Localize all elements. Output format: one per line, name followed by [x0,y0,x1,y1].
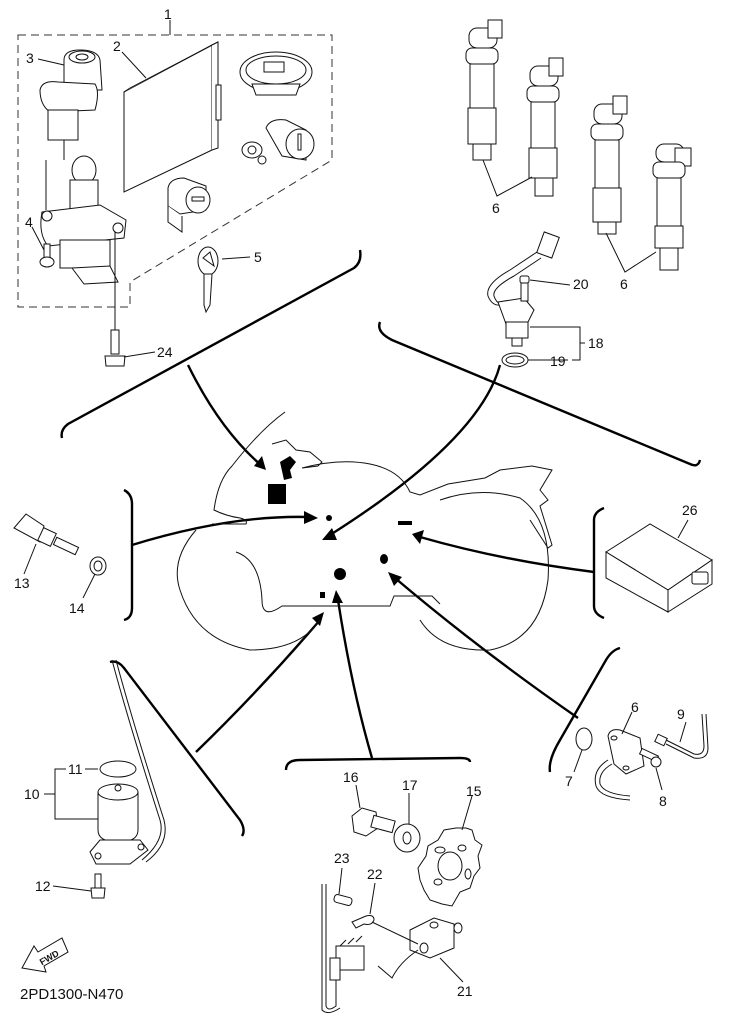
pickup-sensor-22[interactable] [321,884,463,1014]
leader-17 [355,784,361,809]
solenoid[interactable] [89,659,166,865]
helmet-lock[interactable] [167,177,211,233]
leader-6a [482,159,533,197]
leader-4 [31,226,45,251]
ecu[interactable] [123,41,222,193]
leader-15 [82,573,96,599]
callout-12[interactable]: 11 [68,761,83,777]
control-unit[interactable] [605,523,713,613]
ignition-switch[interactable] [39,49,103,160]
leader-3 [37,58,65,66]
bolt-13[interactable] [90,873,106,899]
clamp-23[interactable] [351,915,375,929]
clamp-lead-10[interactable] [654,713,709,759]
callout-6b[interactable]: 6 [620,276,628,292]
fuel-cap-lock[interactable] [239,51,313,96]
bolt-9[interactable] [638,747,662,768]
leader-26 [677,519,689,539]
leader-23 [369,882,376,915]
diagram-code: 2PD1300-N470 [20,986,123,1003]
callout-26[interactable]: 26 [682,502,698,518]
speed-sensor[interactable] [487,231,560,347]
callout-8[interactable]: 7 [565,773,573,789]
callout-24[interactable]: 23 [334,850,350,866]
callout-14[interactable]: 13 [14,575,30,591]
callout-23[interactable]: 22 [367,866,383,882]
bolt-4[interactable] [39,243,55,268]
sprocket-rotor-16[interactable] [417,827,483,907]
lock-set-group: 1 3 4 [17,6,333,308]
bolt-24[interactable] [333,893,353,907]
callout-22[interactable]: 21 [457,983,473,999]
leader-24 [338,867,343,895]
callout-6a[interactable]: 6 [492,200,500,216]
leader-16 [461,795,473,831]
callout-10[interactable]: 9 [677,706,685,722]
leader-6b [605,232,657,273]
ignition-coil-3 [590,95,628,235]
gasket-15[interactable] [89,556,107,576]
callout-3[interactable]: 3 [26,50,34,66]
o-ring-8[interactable] [575,727,593,751]
leader-14 [23,543,37,575]
leader-13 [52,885,92,892]
ignition-coil-2 [526,57,564,197]
callout-11[interactable]: 10 [24,786,40,802]
bolt-25[interactable] [104,232,126,367]
key[interactable] [197,246,219,314]
sensor-7[interactable] [594,729,645,801]
callout-2[interactable]: 2 [113,38,121,54]
ignition-coil-1 [465,19,503,161]
washer-18[interactable] [393,823,421,853]
ignition-coil-4 [652,143,692,271]
leader-25 [123,351,156,358]
leader-7 [621,711,633,735]
leader-8 [573,749,583,773]
callout-25[interactable]: 24 [157,344,173,360]
callout-21[interactable]: 20 [573,276,589,292]
callout-1[interactable]: 1 [164,6,172,22]
leader-22 [439,957,464,983]
pointer-arrows [131,364,595,759]
callout-18[interactable]: 17 [402,777,418,793]
callout-13[interactable]: 12 [35,878,51,894]
leader-5 [221,256,251,260]
leader-2 [121,51,147,79]
seat-lock[interactable] [241,119,315,165]
callout-20[interactable]: 19 [550,353,566,369]
callout-17[interactable]: 16 [343,769,359,785]
ignition-coils[interactable] [465,19,692,271]
leader-21 [529,279,571,286]
group-brackets [60,249,702,837]
lock-set-dashed-boundary [17,34,333,308]
temperature-sensor[interactable] [13,513,80,556]
callout-15[interactable]: 14 [69,600,85,616]
bolt-21[interactable] [519,275,530,302]
leader-9 [655,767,663,791]
main-switch[interactable] [40,155,127,285]
callout-5[interactable]: 5 [254,249,262,265]
callout-16[interactable]: 15 [466,783,482,799]
callout-19[interactable]: 18 [588,335,604,351]
forward-direction-arrow: FWD [21,937,69,973]
leader-10 [679,721,687,743]
motorcycle-outline [176,411,553,651]
callout-7[interactable]: 6 [631,699,639,715]
bolt-17[interactable] [351,807,396,837]
callout-4[interactable]: 4 [25,214,33,230]
callout-9[interactable]: 8 [659,793,667,809]
